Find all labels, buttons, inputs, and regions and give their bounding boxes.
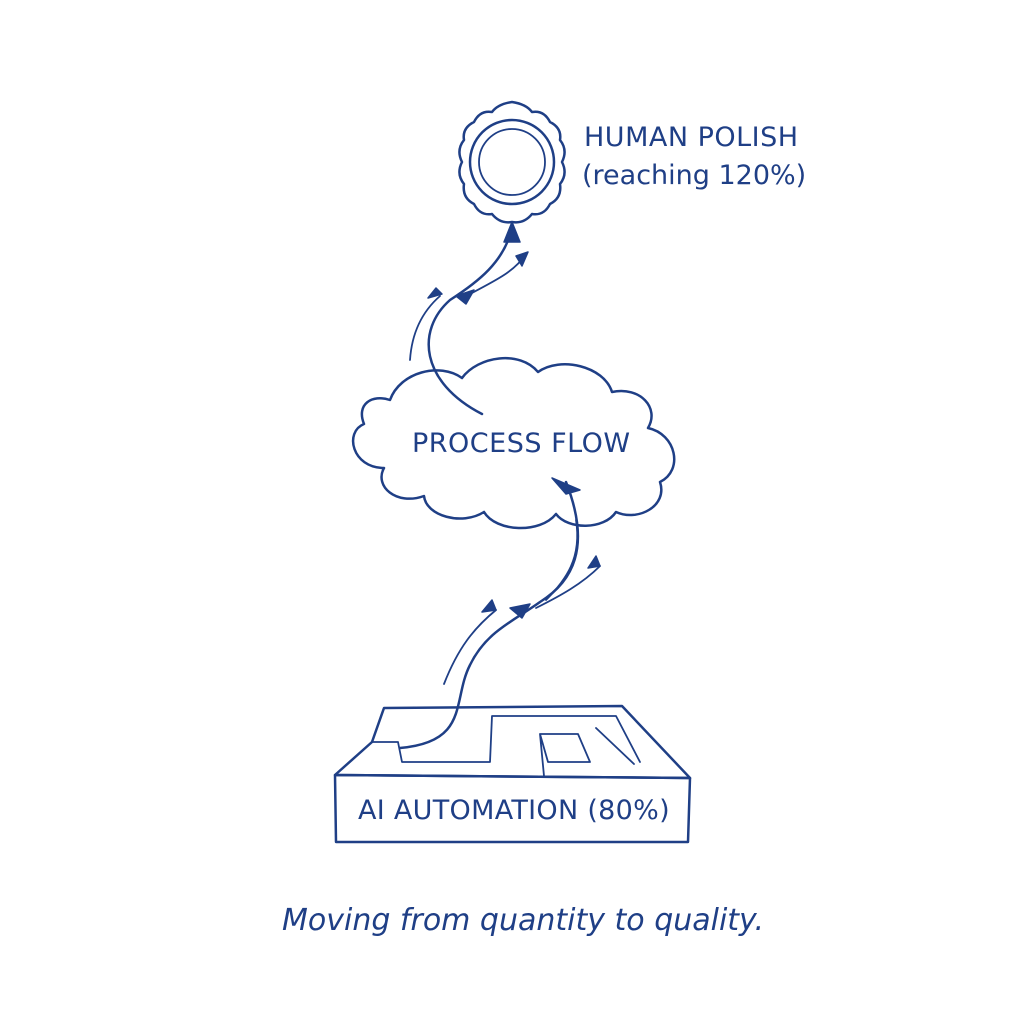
seal-ring-outer [468, 118, 556, 206]
diagram-caption: Moving from quantity to quality. [282, 903, 765, 938]
human-polish-label: HUMAN POLISH [584, 122, 799, 153]
maze-block-icon [333, 704, 692, 844]
maze-wall-inner [539, 733, 591, 777]
arrowhead-6 [427, 287, 443, 299]
arrowhead-8 [455, 289, 475, 305]
arrow-path-5 [427, 226, 514, 416]
arrowhead-1 [551, 477, 581, 495]
arrow-path-1 [398, 480, 580, 750]
ai-automation-label: AI AUTOMATION (80%) [358, 795, 670, 826]
seal-icon [458, 100, 566, 224]
maze-front-face [333, 773, 692, 844]
arrowhead-5 [503, 221, 521, 243]
arrow-path-2 [443, 609, 497, 685]
cloud-shape [351, 357, 676, 530]
arrow-path-3 [535, 565, 601, 609]
arrow-group-upper [409, 221, 529, 416]
arrow-group-lower [398, 477, 601, 750]
process-flow-label: PROCESS FLOW [412, 428, 631, 459]
arrowhead-3 [587, 555, 601, 569]
human-polish-sublabel: (reaching 120%) [582, 160, 807, 191]
arrow-path-6 [409, 295, 441, 361]
seal-ring-inner [478, 128, 546, 196]
arrowhead-4 [509, 603, 531, 619]
arrowhead-7 [515, 251, 529, 267]
arrowhead-2 [481, 599, 497, 613]
arrow-path-4 [545, 519, 579, 601]
maze-wall-right [595, 727, 635, 765]
maze-wall-left [371, 715, 641, 763]
